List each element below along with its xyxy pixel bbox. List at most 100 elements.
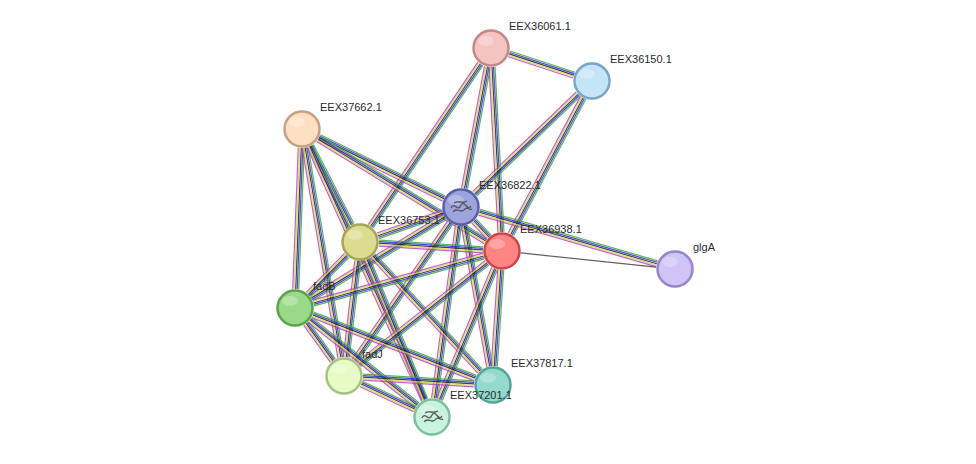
protein-node: EEX37662.1 xyxy=(283,110,321,148)
node-circle xyxy=(413,398,451,436)
edge-evidence-line xyxy=(312,316,475,379)
node-highlight xyxy=(662,257,678,267)
interaction-edge xyxy=(343,261,360,358)
edge-evidence-line xyxy=(314,259,484,306)
interaction-edge xyxy=(491,270,503,366)
interaction-edge xyxy=(472,219,491,239)
edge-evidence-line xyxy=(361,384,415,409)
edge-evidence-line xyxy=(474,93,578,193)
edge-evidence-line xyxy=(361,385,415,410)
structure-icon xyxy=(451,201,472,212)
node-circle xyxy=(341,223,379,261)
structure-icon xyxy=(422,411,443,422)
edge-evidence-line xyxy=(307,254,345,293)
edge-evidence-line xyxy=(474,221,489,237)
interaction-edge xyxy=(508,96,586,235)
edge-evidence-line xyxy=(491,270,497,366)
interaction-edge xyxy=(360,381,416,411)
edge-evidence-line xyxy=(379,246,483,253)
node-label: fadJ xyxy=(362,348,383,361)
interaction-edge xyxy=(313,253,485,306)
edge-evidence-line xyxy=(467,67,490,189)
edge-evidence-line xyxy=(360,387,414,412)
node-highlight xyxy=(489,239,505,249)
edge-evidence-line xyxy=(509,54,574,75)
edge-evidence-line xyxy=(306,253,344,292)
edge-evidence-line xyxy=(491,67,500,232)
edge-evidence-line xyxy=(362,381,416,406)
node-label: EEX37817.1 xyxy=(511,357,573,370)
edge-evidence-line xyxy=(514,99,586,235)
node-label: EEX36061.1 xyxy=(509,20,571,33)
node-disc xyxy=(278,291,313,326)
node-label: EEX37662.1 xyxy=(320,101,382,114)
edge-evidence-line xyxy=(312,318,475,381)
edge-evidence-line xyxy=(310,258,348,297)
node-highlight xyxy=(347,230,363,240)
edge-evidence-line xyxy=(313,253,483,300)
edge-evidence-line xyxy=(311,319,418,404)
node-highlight xyxy=(480,373,496,383)
interaction-edge xyxy=(521,253,656,267)
node-label: fadB xyxy=(313,280,336,293)
node-circle xyxy=(276,289,314,327)
node-disc xyxy=(474,31,509,66)
node-highlight xyxy=(478,36,494,46)
edge-evidence-line xyxy=(510,51,575,72)
edge-evidence-line xyxy=(368,62,478,225)
interaction-edge xyxy=(473,92,581,196)
node-circle xyxy=(573,62,611,100)
interaction-edge xyxy=(357,260,489,366)
edge-evidence-line xyxy=(493,270,499,366)
node-label: glgA xyxy=(693,241,715,254)
protein-node: EEX36753.1 xyxy=(341,223,379,261)
protein-node: EEX36150.1 xyxy=(573,62,611,100)
node-disc xyxy=(327,359,362,394)
edge-evidence-line xyxy=(320,135,445,196)
edge-evidence-line xyxy=(521,253,656,267)
edge-evidence-line xyxy=(509,55,574,76)
edge-evidence-line xyxy=(508,96,580,232)
interaction-edge xyxy=(508,51,575,78)
protein-node: glgA xyxy=(656,250,694,288)
node-label: EEX36753.1 xyxy=(378,214,440,227)
node-disc xyxy=(575,64,610,99)
node-label: EEX36938.1 xyxy=(520,223,582,236)
edge-evidence-line xyxy=(320,136,445,197)
edge-evidence-line xyxy=(360,264,488,365)
edge-evidence-line xyxy=(377,210,442,233)
edge-evidence-line xyxy=(363,380,474,387)
edge-evidence-line xyxy=(476,219,491,235)
edge-evidence-line xyxy=(313,255,483,302)
node-disc xyxy=(658,252,693,287)
edge-evidence-line xyxy=(476,95,580,195)
protein-node: EEX36061.1 xyxy=(472,29,510,67)
edge-evidence-line xyxy=(345,261,356,357)
edge-evidence-line xyxy=(475,220,490,236)
edge-evidence-line xyxy=(308,256,346,295)
node-label: EEX36150.1 xyxy=(610,53,672,66)
edge-evidence-line xyxy=(313,315,476,378)
edge-evidence-line xyxy=(512,98,584,234)
node-disc xyxy=(444,190,479,225)
node-highlight xyxy=(331,364,347,374)
node-highlight xyxy=(579,69,595,79)
node-circle xyxy=(283,110,321,148)
node-disc xyxy=(285,112,320,147)
protein-node: EEX36938.1 xyxy=(483,232,521,270)
interaction-edge xyxy=(312,312,477,381)
edge-evidence-line xyxy=(473,222,488,238)
interaction-edge xyxy=(363,374,474,387)
edge-evidence-line xyxy=(473,92,577,192)
edge-evidence-line xyxy=(475,94,579,194)
interaction-edge xyxy=(308,317,419,407)
edge-evidence-line xyxy=(379,245,483,252)
edge-evidence-line xyxy=(510,97,582,233)
edge-evidence-line xyxy=(477,96,581,196)
node-circle xyxy=(656,250,694,288)
interaction-edge xyxy=(306,253,349,296)
node-circle xyxy=(325,357,363,395)
edge-evidence-line xyxy=(359,263,487,364)
interaction-edge xyxy=(293,148,305,289)
